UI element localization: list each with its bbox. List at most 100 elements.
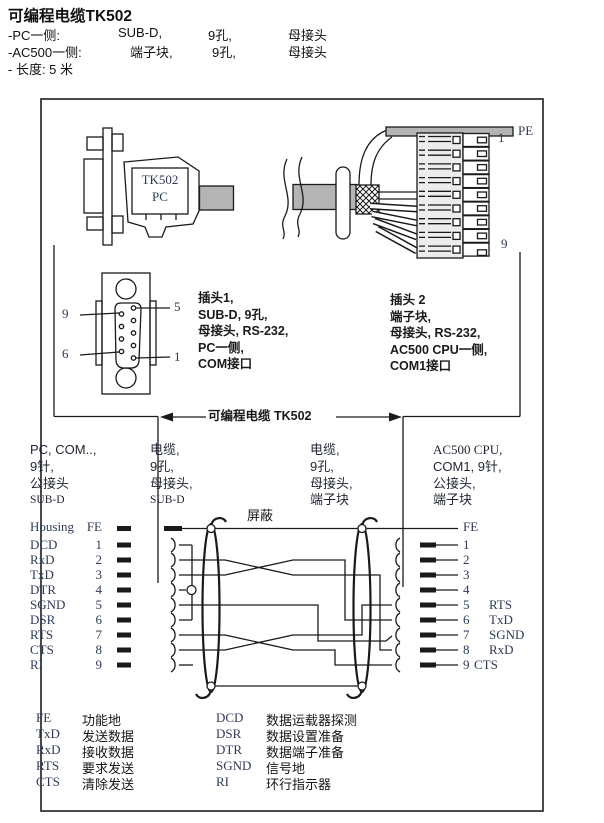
plug1-line: PC一侧,	[198, 340, 244, 355]
right-pin-7: 7	[463, 627, 470, 642]
legend-val-rxd: 接收数据	[82, 745, 135, 760]
right-pin-9: 9	[463, 657, 470, 672]
legend-key-dsr: DSR	[216, 726, 242, 741]
left-pin-4: 4	[95, 582, 103, 597]
left-signal-rxd: RxD	[30, 552, 55, 567]
right-pin-4: 4	[463, 582, 470, 597]
left-signal-txd: TxD	[30, 567, 54, 582]
left-pin-6: 6	[95, 612, 103, 627]
spec-pc-gender: 母接头	[288, 28, 328, 43]
legend-key-dcd: DCD	[216, 710, 244, 725]
face-pin6-label: 6	[62, 346, 69, 361]
col3-line: 电缆,	[310, 442, 340, 457]
left-pin-1: 1	[95, 537, 103, 552]
column-header-pc: PC, COM.., 9针, 公接头 SUB-D	[30, 442, 96, 509]
legend-val-sgnd: 信号地	[266, 761, 306, 776]
signal-wires	[179, 559, 393, 666]
right-pin-8: 8	[463, 642, 470, 657]
col1-line: 9针,	[30, 458, 54, 474]
legend-val-dcd: 数据运载器探测	[266, 713, 358, 728]
legend-key-fe: FE	[36, 710, 52, 725]
legend-val-dtr: 数据端子准备	[266, 745, 345, 760]
plug-shell-label: TK502 PC	[132, 171, 188, 205]
right-pin-1: 1	[463, 537, 470, 552]
spec-pc-type: SUB-D,	[118, 25, 163, 40]
spec-pc-label: -PC一侧:	[8, 28, 61, 43]
plug-shell-label-line2: PC	[152, 189, 168, 204]
right-signal-rts: RTS	[489, 597, 513, 612]
right-pin-3: 3	[463, 567, 470, 582]
left-signal-rts: RTS	[30, 627, 54, 642]
pc-plug-drawing	[83, 127, 235, 246]
legend-key-dtr: DTR	[216, 742, 242, 757]
spec-ac500-label: -AC500一侧:	[8, 45, 82, 60]
spec-ac500-gender: 母接头	[288, 45, 328, 60]
plug2-line: AC500 CPU一侧,	[390, 342, 488, 357]
left-signal-sgnd: SGND	[30, 597, 66, 612]
outer-frame	[40, 98, 544, 812]
col1-line: 公接头	[30, 475, 70, 491]
left-pin-7: 7	[95, 627, 103, 642]
plug2-description: 插头 2 端子块, 母接头, RS-232, AC500 CPU一侧, COM1…	[390, 292, 487, 375]
left-pin-fe: FE	[86, 519, 102, 534]
left-signal-housing: Housing	[30, 519, 75, 534]
col2-line: 电缆,	[150, 442, 180, 457]
col3-line: 端子块	[310, 492, 350, 508]
loopback-jumper	[179, 544, 193, 621]
col2-line: SUB-D	[150, 494, 185, 507]
right-signal-cts: CTS	[474, 657, 498, 672]
column-header-ac500: AC500 CPU, COM1, 9针, 公接头, 端子块	[433, 442, 502, 509]
col3-line: 母接头,	[310, 475, 353, 491]
right-signal-txd: TxD	[489, 612, 513, 627]
left-signal-dcd: DCD	[30, 537, 58, 552]
spec-pc-holes: 9孔,	[208, 28, 232, 43]
arrow-right-icon	[389, 412, 402, 422]
dsub-face-drawing	[79, 272, 171, 395]
left-pin-3: 3	[95, 567, 103, 582]
legend-val-ri: 环行指示器	[266, 777, 332, 792]
legend-key-cts: CTS	[36, 774, 60, 789]
legend-val-txd: 发送数据	[82, 729, 135, 744]
column-header-cable-right: 电缆, 9孔, 母接头, 端子块	[310, 442, 353, 509]
cable-dimension-label: 可编程电缆 TK502	[208, 409, 312, 423]
left-signal-dtr: DTR	[30, 582, 56, 597]
left-pin-8: 8	[95, 642, 103, 657]
face-pin9-label: 9	[62, 306, 69, 321]
wiring-diagram	[117, 517, 458, 699]
right-pin-6: 6	[463, 612, 470, 627]
right-socket-arcs	[395, 537, 401, 673]
legend-val-cts: 清除发送	[82, 777, 135, 792]
plug1-description: 插头1, SUB-D, 9孔, 母接头, RS-232, PC一侧, COM接口	[198, 290, 288, 373]
legend-val-fe: 功能地	[82, 713, 122, 728]
legend-key-txd: TxD	[36, 726, 60, 741]
left-signal-cts: CTS	[30, 642, 54, 657]
shield-label: 屏蔽	[247, 508, 274, 523]
col1-line: PC, COM..,	[30, 442, 97, 457]
col4-line: 端子块	[433, 492, 473, 508]
column-header-cable-left: 电缆, 9孔, 母接头, SUB-D	[150, 442, 193, 509]
plug2-line: 端子块,	[390, 309, 431, 324]
right-pin-dashes	[420, 542, 436, 668]
left-signal-ri: RI	[30, 657, 43, 672]
terminal-1-label: 1	[498, 130, 505, 145]
terminal-block-drawing	[282, 126, 514, 259]
wire-ribbons	[369, 202, 419, 255]
col4-line: COM1, 9针,	[433, 458, 502, 474]
legend-key-sgnd: SGND	[216, 758, 252, 773]
face-pin1-label: 1	[174, 349, 181, 364]
left-pin-dashes	[117, 542, 131, 668]
legend-key-ri: RI	[216, 774, 229, 789]
plug1-line: SUB-D, 9孔,	[198, 307, 268, 322]
plug1-line: 母接头, RS-232,	[198, 324, 289, 338]
plug2-line: 母接头, RS-232,	[390, 326, 481, 340]
plug-shell-label-line1: TK502	[141, 172, 179, 187]
plug2-line: COM1接口	[390, 359, 452, 373]
left-socket-arcs	[170, 537, 176, 673]
left-pin-2: 2	[95, 552, 103, 567]
legend-val-rts: 要求发送	[82, 761, 135, 776]
shield-ellipse-left	[195, 517, 227, 699]
col1-line: SUB-D	[30, 494, 65, 507]
left-signal-dsr: DSR	[30, 612, 56, 627]
